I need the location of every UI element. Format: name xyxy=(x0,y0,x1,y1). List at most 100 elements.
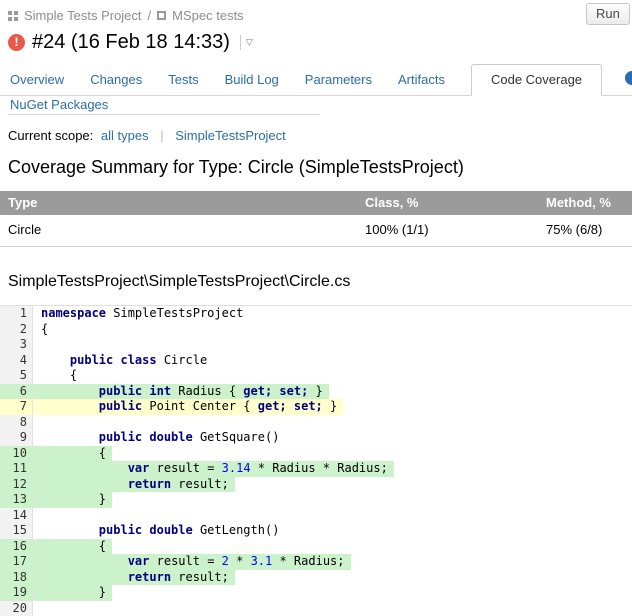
code-line-10: 10 { xyxy=(0,446,632,462)
coverage-summary-heading: Coverage Summary for Type: Circle (Simpl… xyxy=(8,157,624,178)
code-text: return result; xyxy=(33,477,235,493)
code-line-15: 15 public double GetLength() xyxy=(0,523,632,539)
code-line-16: 16 { xyxy=(0,539,632,555)
code-text: var result = 2 * 3.1 * Radius; xyxy=(33,554,351,570)
tab-changes[interactable]: Changes xyxy=(90,65,142,95)
line-number: 8 xyxy=(0,415,33,431)
code-text: { xyxy=(33,322,54,338)
scope-label: Current scope: xyxy=(8,128,93,143)
code-text xyxy=(33,508,47,524)
table-cell: Circle xyxy=(0,215,357,247)
build-actions-dropdown[interactable]: ▽ xyxy=(240,35,253,50)
line-number: 15 xyxy=(0,523,33,539)
scope-separator: | xyxy=(160,128,163,143)
code-line-5: 5 { xyxy=(0,368,632,384)
line-number: 12 xyxy=(0,477,33,493)
code-text: return result; xyxy=(33,570,235,586)
code-text: } xyxy=(33,585,112,601)
build-number-title: #24 (16 Feb 18 14:33) xyxy=(32,31,230,54)
code-line-2: 2{ xyxy=(0,322,632,338)
code-text xyxy=(33,337,47,353)
tabs-overflow-icon[interactable] xyxy=(625,71,632,85)
code-line-11: 11 var result = 3.14 * Radius * Radius; xyxy=(0,461,632,477)
breadcrumb-buildtype-link[interactable]: MSpec tests xyxy=(172,8,244,23)
line-number: 19 xyxy=(0,585,33,601)
build-failed-status-icon: ! xyxy=(8,34,25,51)
table-cell: 100% (1/1) xyxy=(357,215,538,247)
line-number: 14 xyxy=(0,508,33,524)
code-text: public Point Center { get; set; } xyxy=(33,399,343,415)
code-text: public int Radius { get; set; } xyxy=(33,384,329,400)
project-grid-icon xyxy=(8,11,18,21)
code-line-9: 9 public double GetSquare() xyxy=(0,430,632,446)
tab-artifacts[interactable]: Artifacts xyxy=(398,65,445,95)
build-tab-bar-row2: NuGet Packages xyxy=(8,96,320,115)
top-bar: Simple Tests Project / MSpec tests xyxy=(0,0,632,24)
line-number: 5 xyxy=(0,368,33,384)
run-button[interactable]: Run xyxy=(586,3,630,25)
line-number: 17 xyxy=(0,554,33,570)
scope-all-types-link[interactable]: all types xyxy=(101,128,149,143)
code-line-7: 7 public Point Center { get; set; } xyxy=(0,399,632,415)
tab-code-coverage[interactable]: Code Coverage xyxy=(471,64,602,96)
scope-project-link[interactable]: SimpleTestsProject xyxy=(175,128,286,143)
code-line-13: 13 } xyxy=(0,492,632,508)
chevron-down-icon: ▽ xyxy=(246,37,253,48)
line-number: 9 xyxy=(0,430,33,446)
code-text: var result = 3.14 * Radius * Radius; xyxy=(33,461,394,477)
code-text: public double GetLength() xyxy=(33,523,285,539)
tab-build-log[interactable]: Build Log xyxy=(225,65,279,95)
code-line-3: 3 xyxy=(0,337,632,353)
code-line-14: 14 xyxy=(0,508,632,524)
line-number: 10 xyxy=(0,446,33,462)
code-text xyxy=(33,415,47,431)
breadcrumb-project-link[interactable]: Simple Tests Project xyxy=(24,8,142,23)
line-number: 11 xyxy=(0,461,33,477)
code-line-20: 20 xyxy=(0,601,632,616)
code-text: { xyxy=(33,368,83,384)
line-number: 7 xyxy=(0,399,33,415)
line-number: 13 xyxy=(0,492,33,508)
table-cell: 75% (6/8) xyxy=(538,215,632,247)
code-line-8: 8 xyxy=(0,415,632,431)
code-line-18: 18 return result; xyxy=(0,570,632,586)
line-number: 6 xyxy=(0,384,33,400)
code-line-6: 6 public int Radius { get; set; } xyxy=(0,384,632,400)
column-header-type: Type xyxy=(0,191,357,215)
run-button-group: Run ... xyxy=(586,3,632,25)
line-number: 2 xyxy=(0,322,33,338)
column-header-class-: Class, % xyxy=(357,191,538,215)
code-text: } xyxy=(33,492,112,508)
current-scope-line: Current scope: all types | SimpleTestsPr… xyxy=(8,128,624,143)
column-header-method-: Method, % xyxy=(538,191,632,215)
line-number: 18 xyxy=(0,570,33,586)
build-tab-bar: Overview Changes Tests Build Log Parameters A… xyxy=(0,64,632,96)
line-number: 16 xyxy=(0,539,33,555)
build-header: ! #24 (16 Feb 18 14:33) ▽ xyxy=(8,31,624,54)
line-number: 3 xyxy=(0,337,33,353)
code-text xyxy=(33,601,47,616)
code-line-17: 17 var result = 2 * 3.1 * Radius; xyxy=(0,554,632,570)
source-file-path: SimpleTestsProject\SimpleTestsProject\Ci… xyxy=(8,273,624,291)
code-text: public class Circle xyxy=(33,353,213,369)
code-line-19: 19 } xyxy=(0,585,632,601)
code-text: public double GetSquare() xyxy=(33,430,285,446)
code-line-4: 4 public class Circle xyxy=(0,353,632,369)
code-line-12: 12 return result; xyxy=(0,477,632,493)
line-number: 4 xyxy=(0,353,33,369)
code-text: { xyxy=(33,446,112,462)
line-number: 20 xyxy=(0,601,33,616)
tab-overview[interactable]: Overview xyxy=(10,65,64,95)
line-number: 1 xyxy=(0,306,33,322)
tab-tests[interactable]: Tests xyxy=(168,65,198,95)
breadcrumb: Simple Tests Project / MSpec tests xyxy=(8,7,244,24)
tab-parameters[interactable]: Parameters xyxy=(305,65,372,95)
breadcrumb-separator: / xyxy=(148,8,152,23)
build-configuration-icon xyxy=(157,11,166,20)
code-text: { xyxy=(33,539,112,555)
